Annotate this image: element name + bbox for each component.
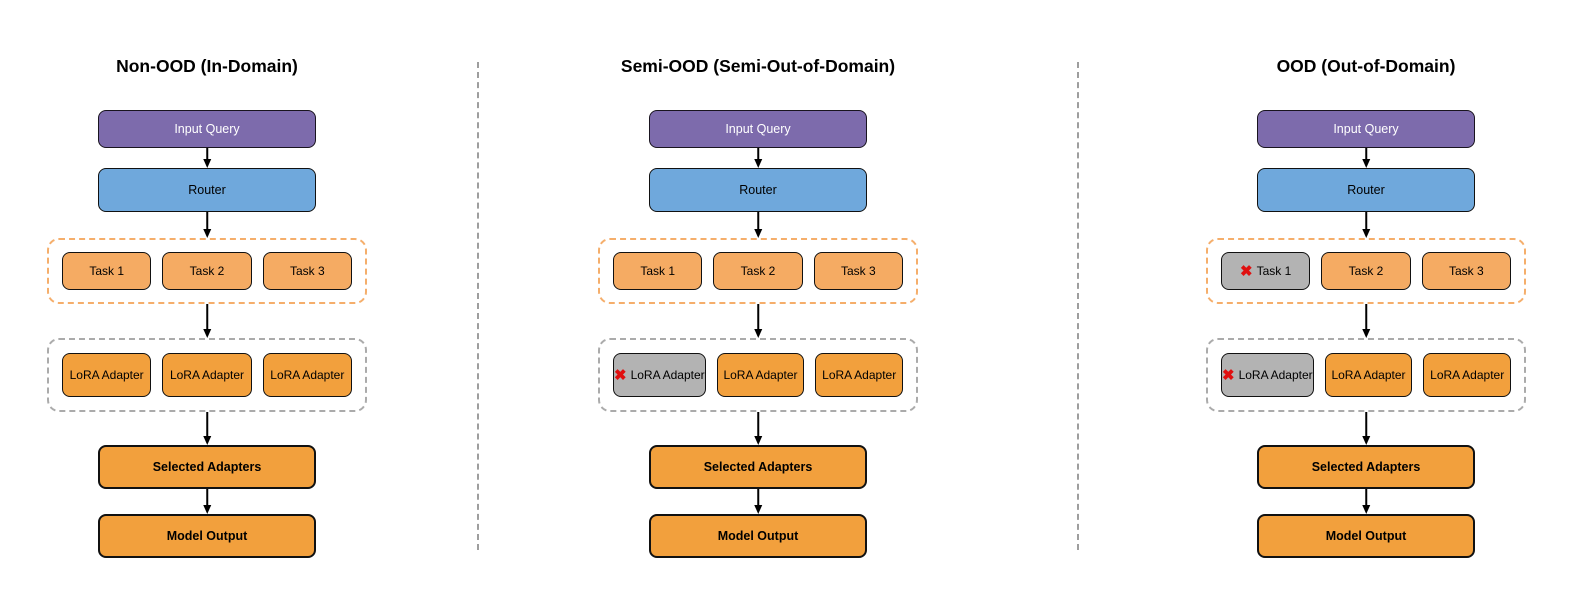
task-label: Task 1 bbox=[640, 264, 675, 278]
task-label: Task 3 bbox=[1448, 264, 1484, 278]
task-label: Task 1 bbox=[89, 264, 124, 278]
task-box-disabled: ✖ Task 1 bbox=[1221, 252, 1311, 290]
down-arrow bbox=[1365, 212, 1367, 229]
lora-adapter-label: LoRA Adapter bbox=[1331, 368, 1406, 382]
input-query-box: Input Query bbox=[98, 110, 316, 148]
lora-adapter-label: LoRA Adapter bbox=[69, 368, 144, 382]
task-label: Task 2 bbox=[1348, 264, 1384, 278]
lora-adapter-label: LoRA Adapter bbox=[169, 368, 245, 382]
lora-adapter-label: LoRA Adapter bbox=[723, 368, 798, 382]
task-label: Task 3 bbox=[840, 264, 876, 278]
task-label: Task 3 bbox=[289, 264, 325, 278]
down-arrow bbox=[206, 212, 208, 229]
down-arrow bbox=[206, 148, 208, 159]
task-box: Task 3 bbox=[262, 252, 352, 290]
lora-adapter-box: LoRA Adapter bbox=[1324, 353, 1413, 397]
task-group: Task 1 Task 2 Task 3 bbox=[598, 238, 918, 304]
cross-icon: ✖ bbox=[614, 366, 627, 384]
lora-adapter-group: ✖ LoRA Adapter LoRA Adapter LoRA Adapter bbox=[1206, 338, 1526, 412]
lora-adapter-group: ✖ LoRA Adapter LoRA Adapter LoRA Adapter bbox=[598, 338, 918, 412]
input-query-box: Input Query bbox=[649, 110, 867, 148]
lora-adapter-label: LoRA Adapter bbox=[630, 368, 705, 382]
lora-adapter-box: LoRA Adapter bbox=[262, 353, 352, 397]
column-divider bbox=[477, 62, 479, 550]
router-box: Router bbox=[1257, 168, 1475, 212]
router-box: Router bbox=[649, 168, 867, 212]
down-arrow bbox=[757, 148, 759, 159]
down-arrow bbox=[757, 489, 759, 505]
column-title: Semi-OOD (Semi-Out-of-Domain) bbox=[620, 56, 896, 76]
task-box: Task 2 bbox=[162, 252, 252, 290]
input-query-box: Input Query bbox=[1257, 110, 1475, 148]
lora-adapter-group: LoRA Adapter LoRA Adapter LoRA Adapter bbox=[47, 338, 367, 412]
model-output-box: Model Output bbox=[1257, 514, 1475, 558]
task-label: Task 1 bbox=[1256, 264, 1292, 278]
task-group: Task 1 Task 2 Task 3 bbox=[47, 238, 367, 304]
task-label: Task 2 bbox=[189, 264, 225, 278]
down-arrow bbox=[206, 412, 208, 436]
down-arrow bbox=[757, 212, 759, 229]
down-arrow bbox=[1365, 489, 1367, 505]
lora-adapter-label: LoRA Adapter bbox=[822, 368, 897, 382]
lora-adapter-box-disabled: ✖ LoRA Adapter bbox=[613, 353, 706, 397]
lora-adapter-box-disabled: ✖ LoRA Adapter bbox=[1221, 353, 1314, 397]
selected-adapters-box: Selected Adapters bbox=[1257, 445, 1475, 489]
cross-icon: ✖ bbox=[1240, 262, 1253, 280]
lora-adapter-label: LoRA Adapter bbox=[270, 368, 345, 382]
model-output-box: Model Output bbox=[649, 514, 867, 558]
task-box: Task 2 bbox=[713, 252, 803, 290]
model-output-box: Model Output bbox=[98, 514, 316, 558]
column-semi-ood: Semi-OOD (Semi-Out-of-Domain) Input Quer… bbox=[598, 0, 918, 616]
lora-adapter-box: LoRA Adapter bbox=[62, 353, 152, 397]
column-non-ood: Non-OOD (In-Domain) Input Query Router T… bbox=[47, 0, 367, 616]
task-box: Task 1 bbox=[613, 252, 703, 290]
lora-adapter-label: LoRA Adapter bbox=[1238, 368, 1313, 382]
lora-adapter-box: LoRA Adapter bbox=[162, 353, 252, 397]
column-title: OOD (Out-of-Domain) bbox=[1276, 56, 1456, 76]
down-arrow bbox=[757, 412, 759, 436]
lora-adapter-label: LoRA Adapter bbox=[1430, 368, 1505, 382]
down-arrow bbox=[206, 304, 208, 329]
lora-adapter-box: LoRA Adapter bbox=[716, 353, 805, 397]
selected-adapters-box: Selected Adapters bbox=[649, 445, 867, 489]
task-box: Task 2 bbox=[1321, 252, 1411, 290]
column-ood: OOD (Out-of-Domain) Input Query Router ✖… bbox=[1206, 0, 1526, 616]
task-group: ✖ Task 1 Task 2 Task 3 bbox=[1206, 238, 1526, 304]
task-box: Task 3 bbox=[813, 252, 903, 290]
task-box: Task 3 bbox=[1421, 252, 1511, 290]
task-box: Task 1 bbox=[62, 252, 152, 290]
down-arrow bbox=[757, 304, 759, 329]
cross-icon: ✖ bbox=[1222, 366, 1235, 384]
lora-adapter-box: LoRA Adapter bbox=[815, 353, 904, 397]
column-divider bbox=[1077, 62, 1079, 550]
down-arrow bbox=[1365, 304, 1367, 329]
router-box: Router bbox=[98, 168, 316, 212]
down-arrow bbox=[206, 489, 208, 505]
lora-adapter-box: LoRA Adapter bbox=[1423, 353, 1512, 397]
column-title: Non-OOD (In-Domain) bbox=[116, 56, 298, 76]
down-arrow bbox=[1365, 412, 1367, 436]
task-label: Task 2 bbox=[740, 264, 776, 278]
selected-adapters-box: Selected Adapters bbox=[98, 445, 316, 489]
down-arrow bbox=[1365, 148, 1367, 159]
